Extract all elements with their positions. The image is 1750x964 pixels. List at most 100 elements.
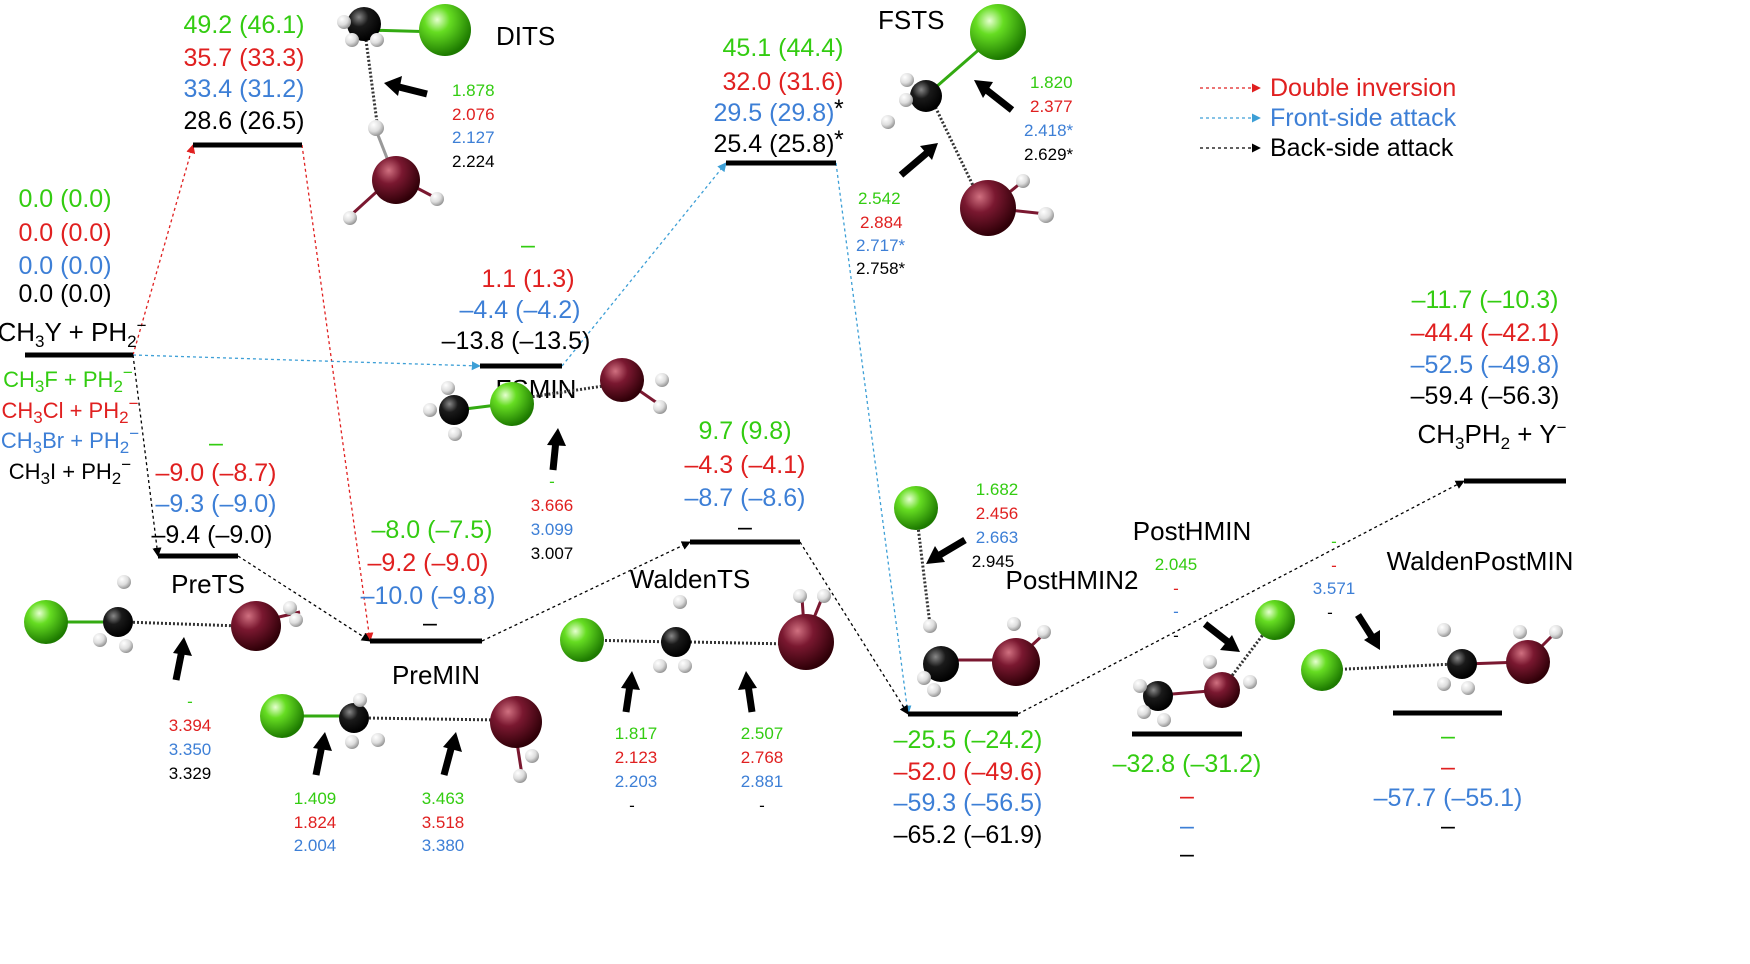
fsts-molecule	[881, 4, 1054, 236]
dits-dist-br: 2.127	[452, 128, 495, 147]
premin-molecule	[260, 693, 542, 783]
posthmin-dist-br: -	[1173, 602, 1179, 621]
prets-dist-cl: 3.394	[169, 716, 212, 735]
waldenpostmin-dist-br: 3.571	[1313, 579, 1356, 598]
waldenpostmin-arrow-icon	[1355, 613, 1380, 650]
waldents-dist-b-cl: 2.768	[741, 748, 784, 767]
posthmin-energy-f: –32.8 (–31.2)	[1113, 750, 1262, 778]
posthmin2-arrow-icon	[926, 536, 967, 564]
premin-arrow-right-icon	[440, 732, 462, 776]
fsmin-energy-f: –	[521, 231, 535, 259]
waldents-energy-i: –	[738, 513, 752, 541]
path-bs-premin-walden	[481, 541, 691, 642]
reactants-energy-f: 0.0 (0.0)	[18, 185, 111, 213]
fsmin-molecule	[423, 358, 669, 441]
posthmin-group: PostHMIN 2.045 - - - –32.8 (–31.2) – – –	[1113, 516, 1295, 868]
dits-dist-cl: 2.076	[452, 105, 495, 124]
products-energy-br: –52.5 (–49.8)	[1411, 351, 1560, 379]
posthmin-molecule	[1133, 600, 1295, 727]
waldents-group: 9.7 (9.8) –4.3 (–4.1) –8.7 (–8.6) – Wald…	[560, 417, 834, 815]
posthmin-energy-cl: –	[1180, 782, 1194, 810]
path-bs-react-prets	[132, 354, 162, 557]
waldenpostmin-energy-i: –	[1441, 812, 1455, 840]
waldenpostmin-energy-cl: –	[1441, 753, 1455, 781]
fsts-dist-a-f: 1.820	[1030, 73, 1073, 92]
products-label: CH3PH2 + Y−	[1417, 418, 1566, 453]
fsts-star-br: *	[834, 95, 844, 123]
fsts-dist-b-cl: 2.884	[860, 213, 903, 232]
fsmin-dist-i: 3.007	[531, 544, 574, 563]
system-ch3i: CH3I + PH2−	[9, 455, 131, 488]
waldents-energy-br: –8.7 (–8.6)	[685, 484, 806, 512]
fsts-arrow-lower-icon	[898, 143, 938, 178]
posthmin-dist-f: 2.045	[1155, 555, 1198, 574]
reactants-energy-i: 0.0 (0.0)	[18, 280, 111, 308]
posthmin2-energy-cl: –52.0 (–49.6)	[894, 758, 1043, 786]
legend: Double inversion Front-side attack Back-…	[1200, 74, 1457, 162]
waldenpostmin-dist-cl: -	[1331, 556, 1337, 575]
fsts-energy-f: 45.1 (44.4)	[723, 34, 844, 62]
dits-energy-br: 33.4 (31.2)	[184, 75, 305, 103]
dits-group: 49.2 (46.1) 35.7 (33.3) 33.4 (31.2) 28.6…	[184, 4, 555, 225]
premin-group: –8.0 (–7.5) –9.2 (–9.0) –10.0 (–9.8) – P…	[260, 516, 542, 855]
fsts-energy-i: 25.4 (25.8)	[714, 130, 835, 158]
products-group: –11.7 (–10.3) –44.4 (–42.1) –52.5 (–49.8…	[1411, 286, 1567, 453]
fsts-dist-a-cl: 2.377	[1030, 97, 1073, 116]
pathways	[132, 144, 1465, 715]
premin-dist-b-cl: 3.518	[422, 813, 465, 832]
legend-front-side-attack: Front-side attack	[1270, 104, 1457, 132]
posthmin2-dist-br: 2.663	[976, 528, 1019, 547]
fsmin-energy-i: –13.8 (–13.5)	[442, 327, 591, 355]
legend-back-side-attack: Back-side attack	[1270, 134, 1454, 162]
fsts-energy-br: 29.5 (29.8)	[714, 99, 835, 127]
fsmin-group: – 1.1 (1.3) –4.4 (–4.2) –13.8 (–13.5) FS…	[423, 231, 669, 563]
posthmin2-dist-f: 1.682	[976, 480, 1019, 499]
fsts-group: 45.1 (44.4) 32.0 (31.6) 29.5 (29.8) 25.4…	[714, 4, 1074, 278]
posthmin-dist-i: -	[1173, 626, 1179, 645]
fsts-label: FSTS	[878, 5, 944, 35]
premin-energy-i: –	[423, 609, 437, 637]
reactants-label: CH3Y + PH2−	[0, 316, 147, 351]
posthmin2-energy-i: –65.2 (–61.9)	[894, 821, 1043, 849]
fsmin-dist-f: -	[549, 472, 555, 491]
energy-levels	[25, 142, 1566, 737]
waldents-dist-a-br: 2.203	[615, 772, 658, 791]
products-energy-i: –59.4 (–56.3)	[1411, 382, 1560, 410]
fsts-dist-b-br: 2.717*	[856, 236, 906, 255]
waldents-dist-b-f: 2.507	[741, 724, 784, 743]
waldenpostmin-dist-i: -	[1327, 603, 1333, 622]
premin-dist-b-br: 3.380	[422, 836, 465, 855]
posthmin2-label: PostHMIN2	[1006, 565, 1139, 595]
path-bs-prets-premin	[237, 555, 371, 642]
posthmin2-group: –25.5 (–24.2) –52.0 (–49.6) –59.3 (–56.5…	[894, 480, 1139, 849]
reactants-energy-br: 0.0 (0.0)	[18, 252, 111, 280]
waldents-dist-a-cl: 2.123	[615, 748, 658, 767]
products-energy-cl: –44.4 (–42.1)	[1411, 319, 1560, 347]
fsts-dist-b-i: 2.758*	[856, 259, 906, 278]
dits-arrow-icon	[384, 76, 428, 98]
path-fs-react-fsmin	[132, 354, 481, 371]
waldents-molecule	[560, 589, 834, 673]
posthmin-label: PostHMIN	[1133, 516, 1251, 546]
premin-dist-a-cl: 1.824	[294, 813, 337, 832]
premin-dist-a-f: 1.409	[294, 789, 337, 808]
prets-energy-br: –9.3 (–9.0)	[156, 490, 277, 518]
waldents-dist-a-f: 1.817	[615, 724, 658, 743]
prets-dist-br: 3.350	[169, 740, 212, 759]
prets-energy-i: –9.4 (–9.0)	[152, 521, 273, 549]
products-energy-f: –11.7 (–10.3)	[1412, 286, 1559, 314]
system-ch3br: CH3Br + PH2−	[1, 424, 139, 457]
dits-dist-f: 1.878	[452, 81, 495, 100]
posthmin-energy-br: –	[1180, 812, 1194, 840]
waldents-dist-a-i: -	[629, 796, 635, 815]
premin-energy-br: –10.0 (–9.8)	[361, 582, 496, 610]
prets-label: PreTS	[171, 569, 245, 599]
fsts-arrow-upper-icon	[974, 80, 1015, 113]
path-di-down	[301, 144, 374, 642]
fsmin-arrow-icon	[547, 428, 566, 471]
waldenpostmin-group: WaldenPostMIN - - 3.571 - – – –57.7 (–55…	[1301, 532, 1573, 840]
waldents-energy-f: 9.7 (9.8)	[698, 417, 791, 445]
waldents-arrow-left-icon	[621, 671, 640, 713]
reactants-group: 0.0 (0.0) 0.0 (0.0) 0.0 (0.0) 0.0 (0.0) …	[0, 185, 147, 488]
